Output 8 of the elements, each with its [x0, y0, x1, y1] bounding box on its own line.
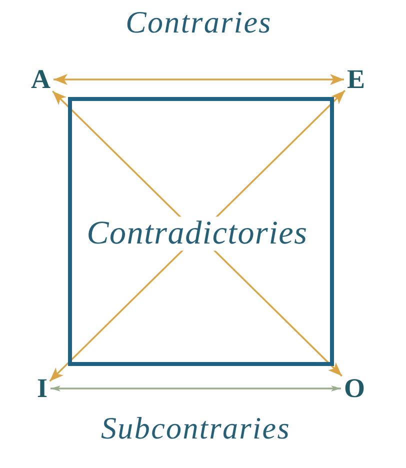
vertex-letter: A: [31, 66, 50, 93]
double-arrow: [54, 74, 344, 85]
double-arrow: [50, 386, 341, 392]
vertex-letter: I: [37, 375, 48, 402]
edge-label: Contraries: [126, 6, 272, 39]
vertex-letter: E: [347, 66, 366, 93]
vertex-letter: O: [344, 375, 366, 402]
edge-label: Subcontraries: [100, 412, 291, 445]
